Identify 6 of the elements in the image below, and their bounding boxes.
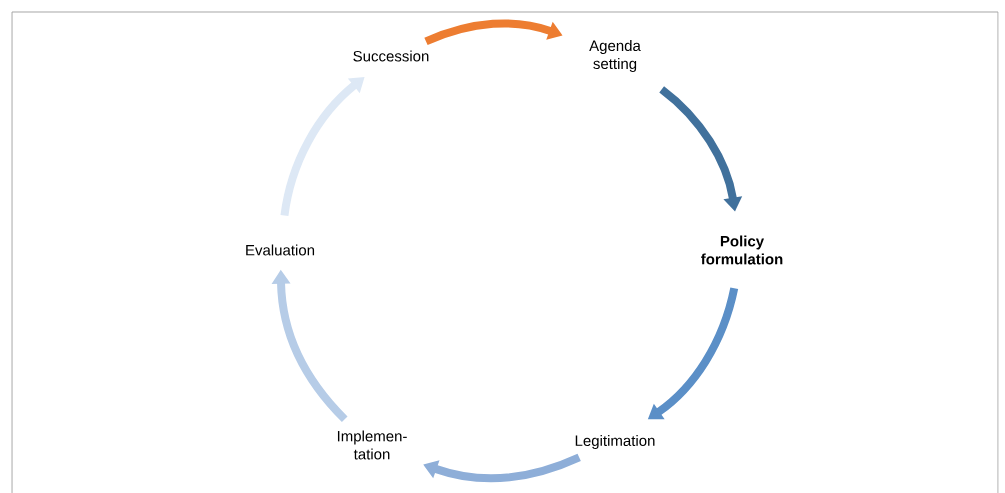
stage-label: Legitimation xyxy=(575,435,655,449)
stage-label: Succession xyxy=(353,50,429,62)
stage-label: Policy formulation xyxy=(701,235,783,265)
stage-label: Implemen-tation xyxy=(337,430,407,460)
stage-label: Agenda setting xyxy=(589,40,641,72)
stage-label: Evaluation xyxy=(246,244,315,256)
